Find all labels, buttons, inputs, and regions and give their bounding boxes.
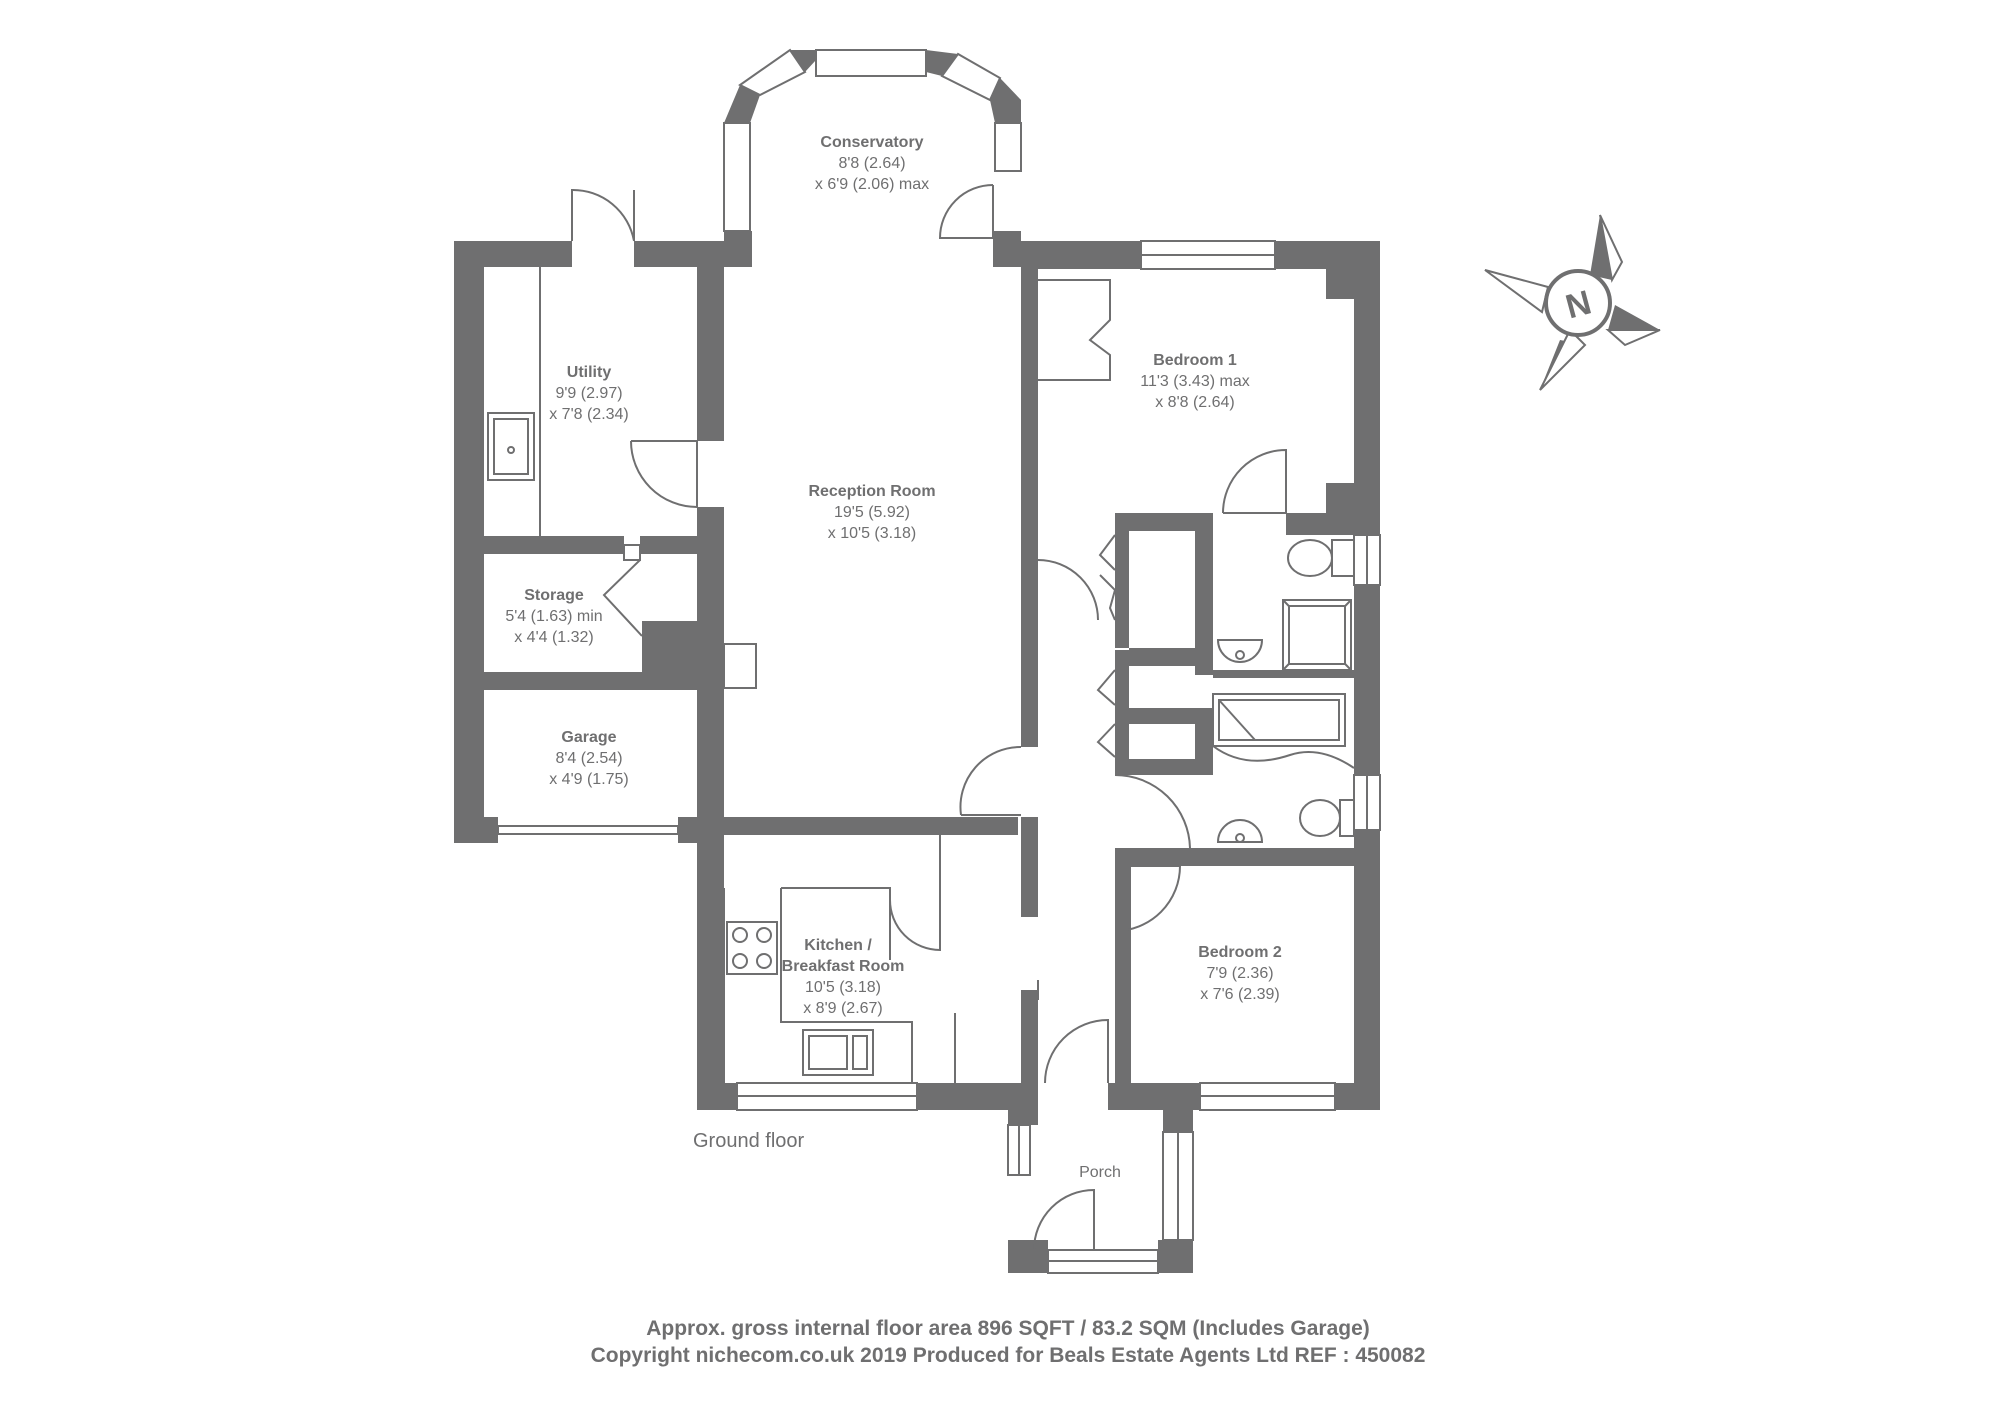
room-dim-utility-1: 9'9 (2.97): [555, 385, 622, 402]
room-dim-conservatory-1: 8'8 (2.64): [838, 155, 905, 172]
footer-area-line: Approx. gross internal floor area 896 SQ…: [646, 1317, 1370, 1340]
room-dim-reception-2: x 10'5 (3.18): [828, 525, 916, 542]
room-dim-reception-1: 19'5 (5.92): [834, 504, 910, 521]
room-dim-bedroom2-1: 7'9 (2.36): [1206, 965, 1273, 982]
room-dim-garage-1: 8'4 (2.54): [555, 750, 622, 767]
room-name-storage: Storage: [524, 587, 584, 604]
room-dim-storage-2: x 4'4 (1.32): [514, 629, 594, 646]
room-dim-utility-2: x 7'8 (2.34): [549, 406, 629, 423]
room-name-reception: Reception Room: [808, 483, 935, 500]
room-dim-kitchen-2: x 8'9 (2.67): [803, 1000, 883, 1017]
room-name-bedroom2: Bedroom 2: [1198, 944, 1282, 961]
room-name-kitchen-1: Kitchen /: [804, 937, 872, 954]
room-dim-conservatory-2: x 6'9 (2.06) max: [815, 176, 929, 193]
room-dim-kitchen-1: 10'5 (3.18): [805, 979, 881, 996]
footer-copyright-line: Copyright nichecom.co.uk 2019 Produced f…: [591, 1344, 1426, 1367]
doors: [571, 184, 1287, 1251]
room-name-kitchen-2: Breakfast Room: [782, 958, 905, 975]
room-name-garage: Garage: [561, 729, 616, 746]
room-name-bedroom1: Bedroom 1: [1153, 352, 1237, 369]
room-dim-garage-2: x 4'9 (1.75): [549, 771, 629, 788]
room-dim-storage-1: 5'4 (1.63) min: [505, 608, 602, 625]
room-dim-bedroom1-1: 11'3 (3.43) max: [1140, 373, 1249, 390]
room-dim-bedroom1-2: x 8'8 (2.64): [1155, 394, 1235, 411]
room-name-porch: Porch: [1079, 1164, 1121, 1181]
room-dim-bedroom2-2: x 7'6 (2.39): [1200, 986, 1280, 1003]
floor-label: Ground floor: [693, 1130, 805, 1152]
fixtures: [487, 267, 1355, 1083]
room-labels: Conservatory 8'8 (2.64) x 6'9 (2.06) max…: [505, 134, 1282, 1181]
room-name-conservatory: Conservatory: [820, 134, 923, 151]
compass: N: [1484, 214, 1661, 391]
walls: [454, 231, 1380, 1273]
room-name-utility: Utility: [567, 364, 612, 381]
windows: [497, 48, 1381, 1274]
